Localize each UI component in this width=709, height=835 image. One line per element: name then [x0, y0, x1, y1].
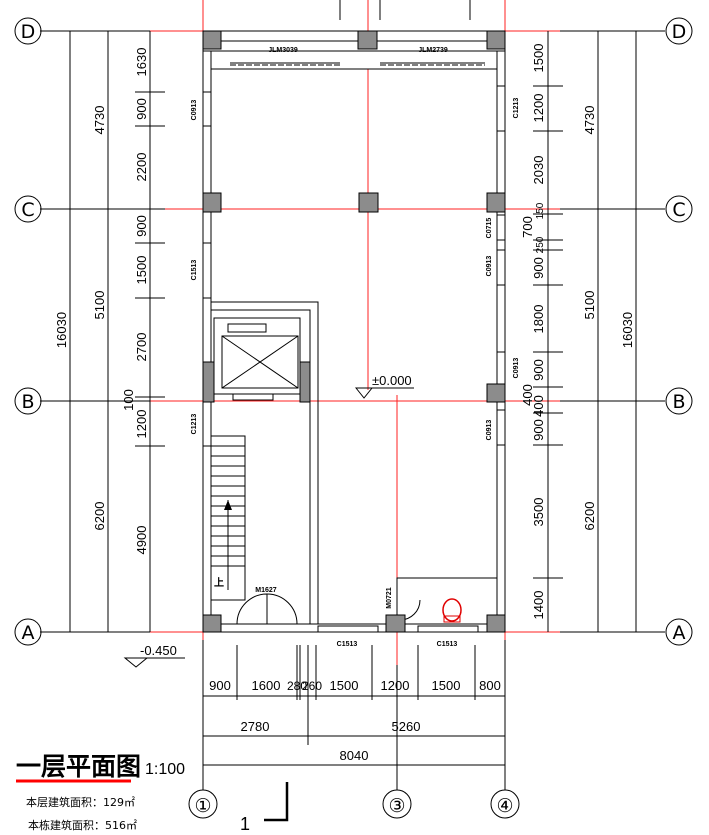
svg-text:M0721: M0721	[386, 587, 393, 609]
svg-text:700: 700	[520, 216, 535, 238]
svg-text:③: ③	[388, 795, 405, 817]
svg-text:A: A	[22, 622, 35, 644]
svg-text:4900: 4900	[134, 526, 149, 555]
svg-text:-0.450: -0.450	[140, 643, 177, 658]
svg-text:1500: 1500	[432, 678, 461, 693]
svg-text:900: 900	[209, 678, 231, 693]
svg-text:100: 100	[121, 389, 136, 411]
svg-text:C0913: C0913	[486, 256, 493, 277]
svg-text:1500: 1500	[531, 44, 546, 73]
axis-d-right: D	[665, 17, 693, 45]
svg-text:一层平面图: 一层平面图	[16, 752, 141, 781]
axis-a-left: A	[14, 618, 42, 646]
svg-text:4730: 4730	[582, 106, 597, 135]
axis-c-left: C	[14, 195, 42, 223]
elevation-marks: ±0.000 -0.450	[123, 373, 414, 668]
svg-text:1200: 1200	[381, 678, 410, 693]
svg-text:C: C	[21, 199, 34, 221]
svg-text:±0.000: ±0.000	[372, 373, 412, 388]
svg-text:260: 260	[302, 679, 322, 693]
svg-text:150: 150	[535, 202, 546, 219]
svg-text:8040: 8040	[340, 748, 369, 763]
svg-text:900: 900	[531, 257, 546, 279]
svg-text:C0715: C0715	[486, 218, 493, 239]
svg-text:1630: 1630	[134, 48, 149, 77]
svg-text:2700: 2700	[134, 333, 149, 362]
svg-text:900: 900	[134, 98, 149, 120]
svg-text:M1627: M1627	[255, 587, 277, 594]
svg-text:本层建筑面积：129㎡: 本层建筑面积：129㎡	[26, 795, 135, 809]
bottom-dimensions: 900 1600 280 260 1500 1200 1500 800 2780…	[203, 645, 505, 766]
elevator	[213, 317, 301, 401]
svg-text:1: 1	[240, 814, 250, 834]
svg-text:①: ①	[194, 795, 211, 817]
svg-text:上: 上	[214, 576, 224, 589]
svg-text:C1213: C1213	[191, 414, 198, 435]
svg-text:400: 400	[520, 384, 535, 406]
axis-c-right: C	[665, 195, 693, 223]
svg-text:B: B	[672, 391, 685, 413]
svg-text:1500: 1500	[330, 678, 359, 693]
svg-text:4730: 4730	[92, 106, 107, 135]
svg-text:5260: 5260	[392, 719, 421, 734]
svg-text:1600: 1600	[252, 678, 281, 693]
svg-text:3500: 3500	[531, 498, 546, 527]
svg-text:C1513: C1513	[437, 641, 458, 648]
svg-text:1:100: 1:100	[145, 761, 185, 778]
svg-text:900: 900	[134, 215, 149, 237]
svg-text:D: D	[672, 21, 687, 43]
drawing-title: 一层平面图 1:100 本层建筑面积：129㎡ 本栋建筑面积：516㎡	[16, 752, 185, 832]
axis-1: ①	[188, 789, 218, 819]
svg-text:D: D	[21, 21, 36, 43]
axis-d-left: D	[14, 17, 42, 45]
svg-text:900: 900	[531, 359, 546, 381]
svg-text:JLM3039: JLM3039	[268, 47, 298, 54]
svg-text:1200: 1200	[134, 410, 149, 439]
svg-text:C0913: C0913	[191, 100, 198, 121]
svg-text:C0913: C0913	[486, 420, 493, 441]
svg-text:5100: 5100	[92, 291, 107, 320]
svg-text:800: 800	[479, 678, 501, 693]
svg-text:1200: 1200	[531, 94, 546, 123]
axis-b-left: B	[14, 387, 42, 415]
toilet-icon	[442, 598, 462, 623]
svg-text:280: 280	[287, 679, 307, 693]
svg-text:2200: 2200	[134, 153, 149, 182]
svg-text:1800: 1800	[531, 305, 546, 334]
svg-text:1500: 1500	[134, 256, 149, 285]
section-mark: 1	[240, 782, 289, 834]
svg-text:6200: 6200	[582, 502, 597, 531]
svg-text:A: A	[673, 622, 686, 644]
svg-text:C0913: C0913	[513, 358, 520, 379]
columns	[202, 30, 506, 633]
svg-text:C1213: C1213	[513, 98, 520, 119]
stair: 上	[210, 435, 497, 625]
svg-text:2780: 2780	[241, 719, 270, 734]
svg-text:16030: 16030	[54, 312, 69, 348]
svg-text:④: ④	[496, 795, 513, 817]
svg-text:6200: 6200	[92, 502, 107, 531]
axis-b-right: B	[665, 387, 693, 415]
svg-text:1400: 1400	[531, 591, 546, 620]
svg-text:JLM2739: JLM2739	[418, 47, 448, 54]
axis-4: ④	[490, 789, 520, 819]
right-dimensions: 1500 1200 2030 150 700 250 900 1800 900 …	[520, 31, 637, 632]
svg-text:C1513: C1513	[191, 260, 198, 281]
svg-text:16030: 16030	[620, 312, 635, 348]
axis-a-right: A	[665, 618, 693, 646]
svg-text:250: 250	[535, 236, 546, 253]
svg-text:B: B	[21, 391, 34, 413]
svg-text:C: C	[672, 199, 685, 221]
svg-text:C1513: C1513	[337, 641, 358, 648]
svg-text:900: 900	[531, 419, 546, 441]
svg-text:本栋建筑面积：516㎡: 本栋建筑面积：516㎡	[28, 818, 137, 832]
axis-3: ③	[382, 789, 412, 819]
left-dimensions: 1630 900 2200 900 1500 2700 100 1200 490…	[54, 31, 165, 632]
svg-text:2030: 2030	[531, 156, 546, 185]
axis-bubbles: D D C C B B A A ① ③ ④	[14, 17, 693, 819]
opening-tags: JLM3039 JLM2739 C0913 C1513 C1213 C1213 …	[191, 47, 520, 648]
svg-text:400: 400	[531, 395, 546, 417]
svg-text:5100: 5100	[582, 291, 597, 320]
